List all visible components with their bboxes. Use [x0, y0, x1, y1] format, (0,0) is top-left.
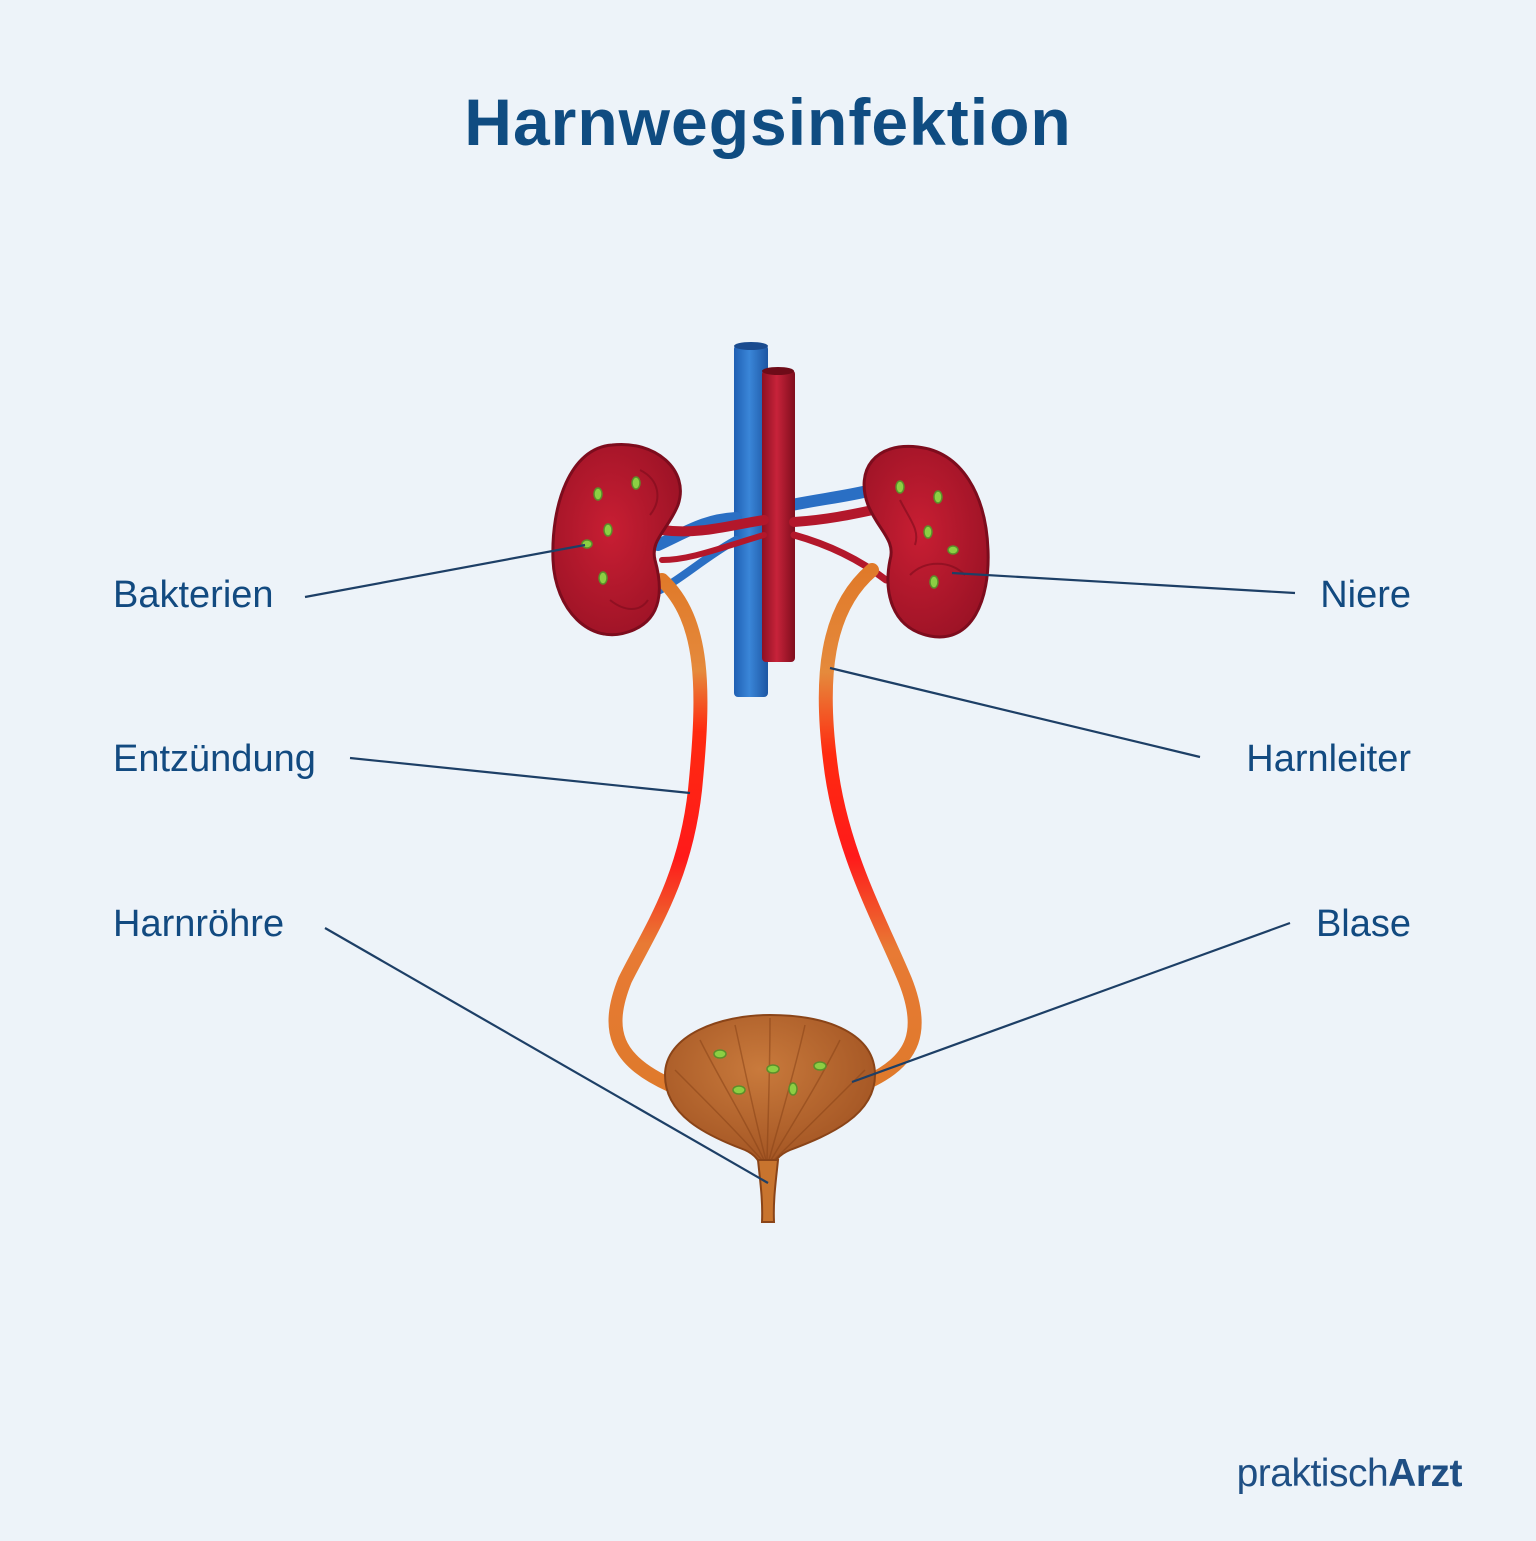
leader-lines: [304, 543, 1296, 1184]
leader-niere: [951, 571, 1296, 595]
bladder-bacteria: [713, 1049, 827, 1096]
brand-bold: Arzt: [1388, 1452, 1462, 1495]
label-harnroehre: Harnröhre: [113, 903, 285, 945]
left-ureter: [608, 573, 708, 1092]
bladder: [663, 1013, 877, 1223]
leader-harnroehre: [324, 927, 769, 1184]
label-harnleiter: Harnleiter: [1246, 738, 1411, 780]
left-kidney: [551, 442, 682, 637]
kidney-bacteria: [581, 476, 959, 589]
label-bakterien: Bakterien: [113, 574, 274, 616]
leader-bakterien: [304, 543, 586, 599]
urethra: [756, 1159, 780, 1223]
label-niere: Niere: [1320, 574, 1411, 616]
right-kidney: [862, 444, 990, 639]
brand-logo: praktischArzt: [1236, 1452, 1463, 1496]
right-ureter: [818, 563, 922, 1089]
page-title: Harnwegsinfektion: [464, 85, 1072, 159]
aorta: [762, 367, 795, 662]
label-blase: Blase: [1315, 903, 1411, 945]
leader-harnleiter: [829, 666, 1201, 759]
leader-blase: [851, 921, 1291, 1084]
label-entzuendung: Entzündung: [113, 738, 316, 780]
brand-light: praktisch: [1236, 1452, 1389, 1495]
leader-entzuendung: [349, 756, 691, 795]
